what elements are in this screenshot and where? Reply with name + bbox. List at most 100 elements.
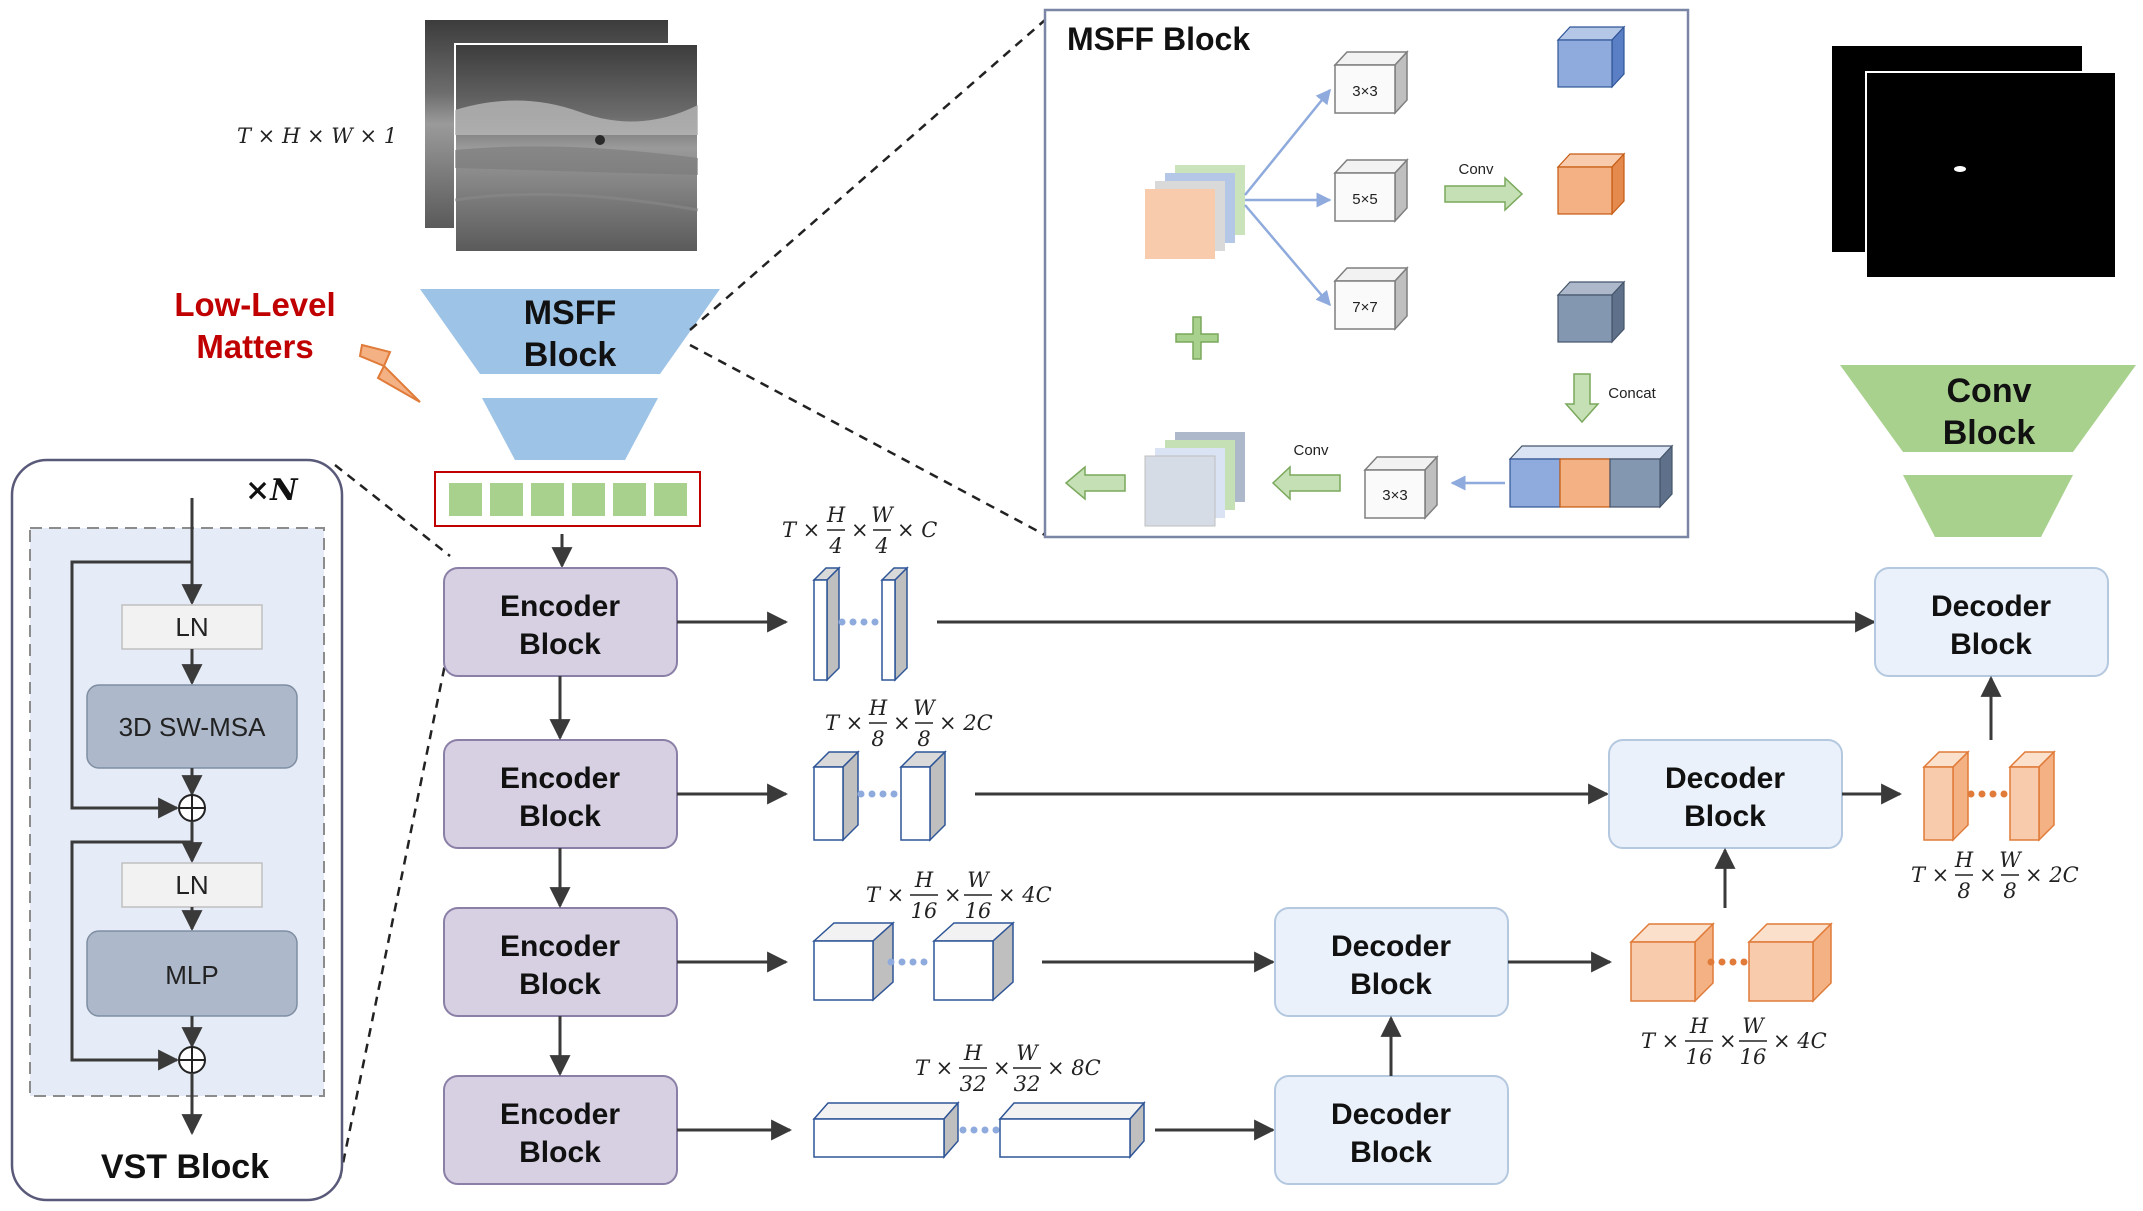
dfl2-pre: T × [1641, 1029, 1679, 1053]
conv2-arrow-label: Conv [1293, 442, 1329, 459]
msff-input-stack [1145, 165, 1245, 259]
fl4-pre: T × [915, 1056, 953, 1080]
low-level-line1: Low-Level [174, 286, 335, 323]
fl3-den1: 16 [911, 899, 938, 923]
dfl2-post: × 4C [1773, 1029, 1827, 1053]
fl3-den2: 16 [965, 899, 992, 923]
fl3-mid: × [944, 883, 962, 907]
encoder-blocks [443, 567, 678, 1185]
output-masks [1832, 46, 2117, 279]
fl2-post: × 2C [939, 711, 993, 735]
fl2-num1: H [868, 696, 888, 720]
dfl1-mid: × [1979, 863, 1997, 887]
dfl1-num1: H [1954, 848, 1974, 872]
feature-label-3: T × H 16 × W 16 × 4C [866, 868, 1052, 923]
encoder-1-line2: Block [519, 628, 601, 661]
fl4-den2: 32 [1014, 1072, 1041, 1096]
fl3-pre: T × [866, 883, 904, 907]
fl1-num2: W [871, 503, 895, 527]
kernel-label-3x3: 3×3 [1352, 83, 1377, 100]
kernel-label-7x7: 7×7 [1352, 299, 1377, 316]
dfl2-den2: 16 [1740, 1045, 1767, 1069]
encoder-2-line1: Encoder [500, 762, 620, 795]
decoder-feature-2c [1922, 750, 2056, 842]
dfl1-pre: T × [1911, 863, 1949, 887]
vst-ln1 [121, 604, 263, 650]
decoder-3-line1: Decoder [1331, 930, 1451, 963]
fl3-num1: H [914, 868, 934, 892]
fl1-num1: H [826, 503, 846, 527]
dfl1-post: × 2C [2025, 863, 2079, 887]
lightning-icon [358, 343, 421, 403]
feature-map-level-4 [812, 1101, 1146, 1159]
msff-output-stack [1144, 432, 1245, 527]
conv-arrow [1444, 176, 1524, 212]
conv2-arrow [1271, 465, 1341, 501]
dfl1-den2: 8 [2003, 879, 2016, 903]
encoder-3-line1: Encoder [500, 930, 620, 963]
fl1-post: × C [897, 518, 937, 542]
kernel-cube-7x7 [1333, 266, 1409, 331]
conv-funnel [1840, 365, 2136, 537]
fl2-den2: 8 [917, 727, 930, 751]
encoder-1-line1: Encoder [500, 590, 620, 623]
fl4-num2: W [1016, 1041, 1040, 1065]
decoder-3-line2: Block [1350, 968, 1432, 1001]
vst-ln1-label: LN [175, 612, 208, 642]
feature-label-4: T × H 32 × W 32 × 8C [915, 1041, 1101, 1096]
feature-map-level-3 [812, 921, 1015, 1002]
input-shape-label: T × H × W × 1 [237, 124, 397, 148]
dfl2-num2: W [1742, 1014, 1766, 1038]
slate-cube [1556, 280, 1626, 344]
vst-mlp-label: MLP [165, 960, 218, 990]
msff-funnel [420, 289, 720, 460]
fl2-pre: T × [825, 711, 863, 735]
msff-funnel-line2: Block [524, 336, 617, 374]
fl1-den2: 4 [874, 534, 888, 558]
vst-title: VST Block [101, 1148, 269, 1186]
decoder-4-line2: Block [1350, 1136, 1432, 1169]
output-arrow [1064, 465, 1126, 501]
dfl2-den1: 16 [1686, 1045, 1713, 1069]
decoder-4-line1: Decoder [1331, 1098, 1451, 1131]
encoder-4-line2: Block [519, 1136, 601, 1169]
kernel-cube-5x5 [1333, 158, 1409, 223]
token-strip [434, 471, 701, 527]
conv-funnel-line2: Block [1943, 414, 2036, 452]
fl2-den1: 8 [871, 727, 884, 751]
fl4-den1: 32 [960, 1072, 987, 1096]
fl1-pre: T × [782, 518, 820, 542]
kernel-label-5x5: 5×5 [1352, 191, 1377, 208]
fl1-den1: 4 [828, 534, 842, 558]
fl4-post: × 8C [1047, 1056, 1101, 1080]
encoder-2-line2: Block [519, 800, 601, 833]
kernel-cube-3x3 [1333, 50, 1409, 115]
fl3-post: × 4C [998, 883, 1052, 907]
feature-map-level-1 [812, 566, 909, 682]
fl4-num1: H [963, 1041, 983, 1065]
conv-funnel-line1: Conv [1947, 372, 2032, 410]
vst-attn-label: 3D SW-MSA [119, 712, 267, 742]
input-frames [425, 20, 699, 253]
dfl1-den1: 8 [1957, 879, 1970, 903]
dfl1-num2: W [1999, 848, 2023, 872]
fl2-num2: W [913, 696, 937, 720]
decoder-feature-4c [1629, 922, 1833, 1003]
vst-ln2-label: LN [175, 870, 208, 900]
concat-block [1508, 444, 1674, 509]
fl3-num2: W [967, 868, 991, 892]
encoder-4-line1: Encoder [500, 1098, 620, 1131]
decoder-1-line2: Block [1950, 628, 2032, 661]
dfl2-mid: × [1719, 1029, 1737, 1053]
dfl2-num1: H [1689, 1014, 1709, 1038]
add-icon [1175, 316, 1219, 360]
fl2-mid: × [893, 711, 911, 735]
fl4-mid: × [993, 1056, 1011, 1080]
vst-block [10, 458, 344, 1202]
msff-funnel-line1: MSFF [524, 294, 617, 332]
blue-cube [1556, 25, 1626, 89]
vst-repeat-label: ×N [245, 473, 299, 508]
decoder-feature-label-2c: T × H 8 × W 8 × 2C [1911, 848, 2079, 903]
concat-arrow [1564, 373, 1600, 424]
